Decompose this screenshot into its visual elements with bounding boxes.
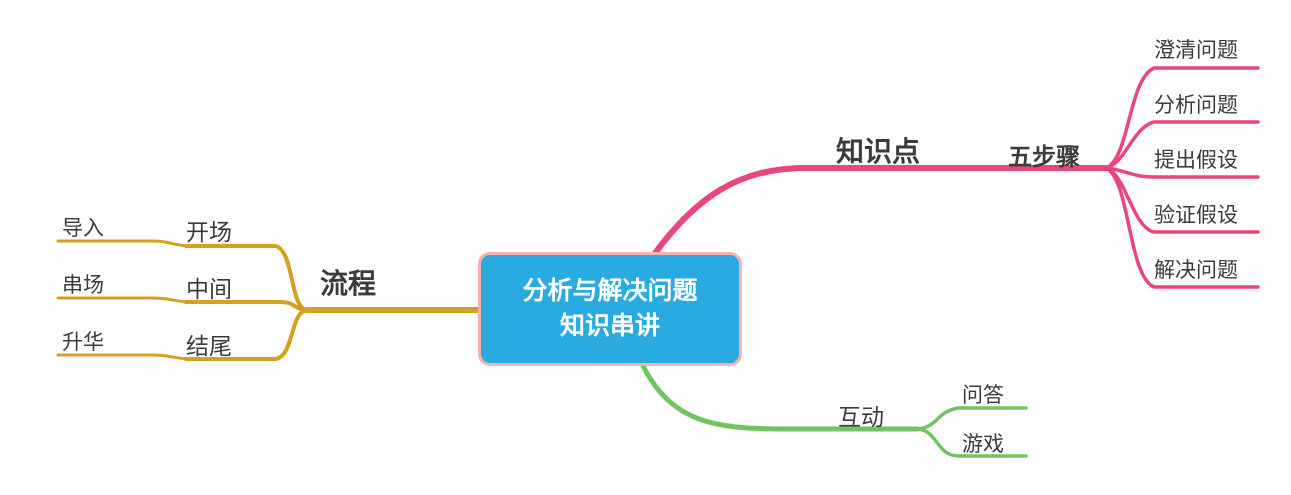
knowledge-branch-lines xyxy=(647,66,1260,289)
node-clarify-problem[interactable]: 澄清问题 xyxy=(1154,39,1238,62)
process-leaf-line-2 xyxy=(56,296,188,304)
knowledge-leaf-line-5 xyxy=(1104,166,1260,289)
process-child-line-1 xyxy=(184,244,308,312)
interaction-branch-lines xyxy=(639,361,1028,458)
node-game[interactable]: 游戏 xyxy=(962,433,1004,456)
node-verify-hypothesis[interactable]: 验证假设 xyxy=(1154,204,1238,227)
interaction-leaf-line-2 xyxy=(916,427,1028,458)
node-analyze-problem[interactable]: 分析问题 xyxy=(1154,94,1238,117)
node-middle[interactable]: 中间 xyxy=(186,276,232,302)
node-ending[interactable]: 结尾 xyxy=(186,333,232,359)
node-five-steps[interactable]: 五步骤 xyxy=(1008,144,1080,171)
node-solve-problem[interactable]: 解决问题 xyxy=(1154,259,1238,282)
knowledge-leaf-line-3 xyxy=(1104,166,1260,179)
central-topic-node[interactable]: 分析与解决问题 知识串讲 xyxy=(478,252,742,366)
node-process[interactable]: 流程 xyxy=(320,268,377,299)
node-interaction[interactable]: 互动 xyxy=(838,404,884,430)
node-qa[interactable]: 问答 xyxy=(962,384,1004,407)
interaction-leaf-line-1 xyxy=(916,406,1028,431)
node-sublimation[interactable]: 升华 xyxy=(62,331,104,354)
knowledge-leaf-line-2 xyxy=(1104,120,1260,170)
node-knowledge[interactable]: 知识点 xyxy=(836,136,921,167)
interaction-trunk-line xyxy=(639,361,921,432)
process-leaf-line-3 xyxy=(56,353,188,361)
process-child-line-3 xyxy=(184,308,308,361)
node-transition[interactable]: 串场 xyxy=(62,274,104,297)
node-propose-hypothesis[interactable]: 提出假设 xyxy=(1154,149,1238,172)
process-leaf-line-1 xyxy=(56,239,188,248)
knowledge-trunk-line xyxy=(647,165,1109,263)
central-topic-line1: 分析与解决问题 xyxy=(522,277,698,305)
node-opening[interactable]: 开场 xyxy=(186,219,232,245)
central-topic-line2: 知识串讲 xyxy=(559,312,660,340)
node-introduction[interactable]: 导入 xyxy=(62,217,104,240)
process-branch-lines xyxy=(56,239,485,361)
knowledge-leaf-line-1 xyxy=(1104,66,1260,170)
